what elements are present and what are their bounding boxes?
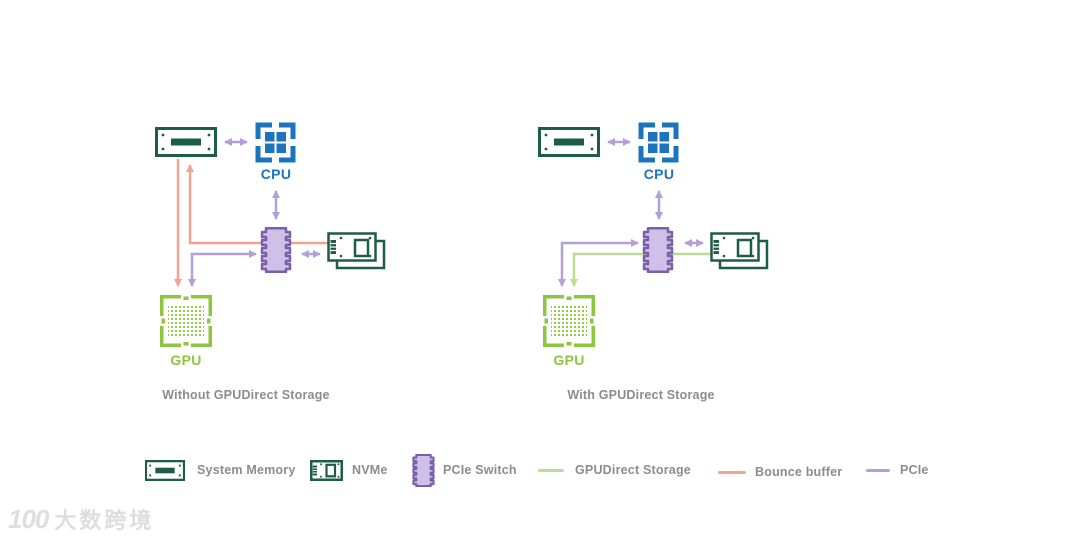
gpu-label: GPU [553,352,585,368]
nvme-icon [327,232,387,270]
legend-bounce-buffer-line [718,471,746,474]
right-diagram-caption: With GPUDirect Storage [567,388,715,402]
system-memory-icon [538,127,600,157]
legend-label-system-memory: System Memory [197,463,296,477]
system-memory-icon [155,127,217,157]
legend-label-pcie: PCIe [900,463,929,477]
pcie-switch-icon [260,227,292,273]
cpu-label: CPU [643,166,675,182]
cpu-label: CPU [260,166,292,182]
legend-nvme-icon [310,460,343,481]
legend-gds-line [538,469,564,472]
gpu-icon [541,293,597,349]
left-diagram-lines [174,138,330,287]
legend-pcie-line [866,469,890,472]
nvme-icon [710,232,770,270]
left-diagram-caption: Without GPUDirect Storage [162,388,330,402]
cpu-icon [255,122,296,163]
right-diagram-lines [558,138,712,287]
legend-label-pcie-switch: PCIe Switch [443,463,517,477]
legend-label-nvme: NVMe [352,463,388,477]
gpu-icon [158,293,214,349]
cpu-icon [638,122,679,163]
watermark-brand-text: 大数跨境 [54,508,155,533]
legend-pcie-switch-icon [412,454,435,487]
legend-label-bounce-buffer: Bounce buffer [755,465,843,479]
gpu-label: GPU [170,352,202,368]
pcie-switch-icon [642,227,674,273]
watermark-logo: 100 [8,503,49,534]
legend-label-gds: GPUDirect Storage [575,463,691,477]
legend-system-memory-icon [145,460,185,481]
watermark: 100 大数跨境 [8,503,154,535]
